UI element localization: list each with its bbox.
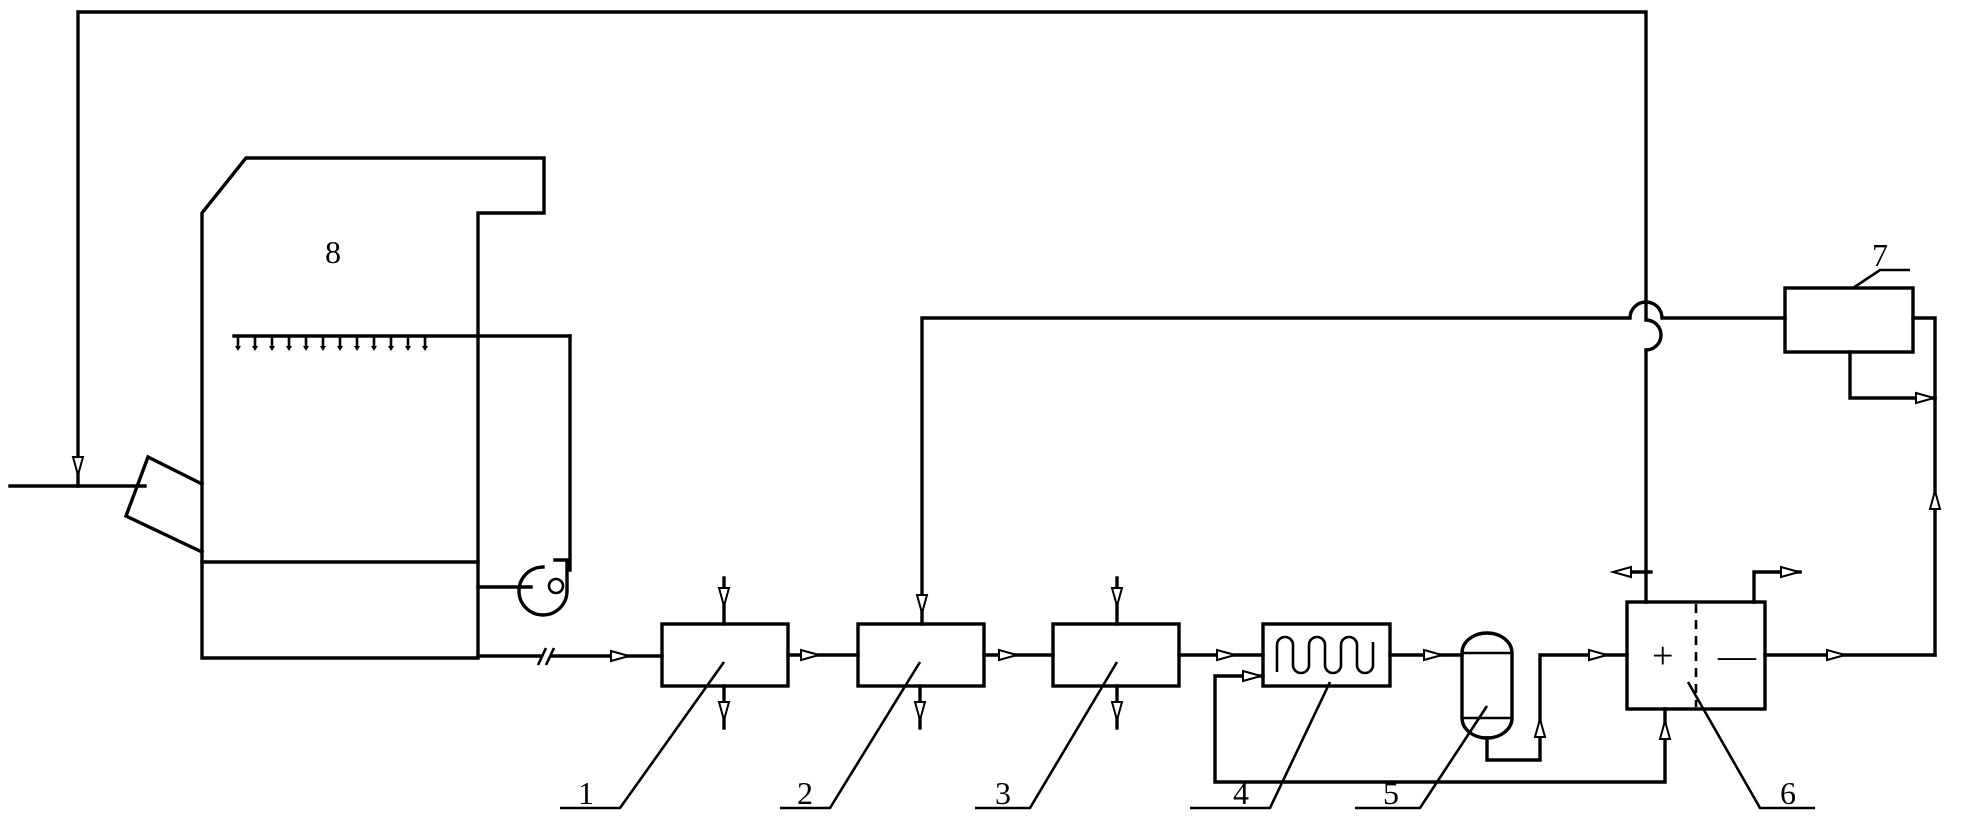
open-triangle-arrow [1780, 565, 1803, 579]
spray-nozzle [354, 346, 360, 351]
open-triangle-arrow [1588, 648, 1611, 662]
furnace-8: 8 [8, 156, 546, 660]
label-8: 8 [325, 234, 341, 270]
open-triangle-arrow [1423, 648, 1446, 662]
label-7: 7 [1872, 237, 1888, 273]
spray-nozzle [269, 346, 275, 351]
open-triangle-arrow [1609, 565, 1632, 579]
label-1: 1 [578, 775, 594, 811]
serpentine-coil-icon [1275, 635, 1375, 675]
open-triangle-arrow [1242, 669, 1265, 683]
spray-header [232, 334, 572, 572]
spray-nozzle [320, 346, 326, 351]
spray-nozzle [235, 346, 241, 351]
unit-4-exchanger [1261, 622, 1392, 688]
open-triangle-arrow [800, 648, 823, 662]
label-2: 2 [797, 775, 813, 811]
unit-7-box [1783, 286, 1915, 354]
open-triangle-arrow [1915, 391, 1938, 405]
anode-sign: + [1652, 635, 1673, 677]
centrifugal-fan-icon [476, 558, 569, 617]
spray-nozzle [422, 346, 428, 351]
open-triangle-arrow [1533, 715, 1547, 738]
spray-nozzle [337, 346, 343, 351]
spray-nozzle [388, 346, 394, 351]
open-triangle-arrow [913, 701, 927, 724]
open-triangle-arrow [915, 594, 929, 617]
open-triangle-arrow [610, 649, 633, 663]
open-triangle-arrow [1216, 648, 1239, 662]
unit-5-vessel [1460, 631, 1514, 740]
spray-nozzle [303, 346, 309, 351]
label-6: 6 [1780, 775, 1796, 811]
furnace-inlet-chute [123, 454, 205, 555]
unit-1-box [660, 622, 790, 688]
unit-6-cell: + — [1625, 600, 1767, 711]
flow-arrows [71, 391, 1942, 740]
flue-outlet-pipe [476, 647, 664, 666]
spray-nozzle [405, 346, 411, 351]
leader-lines [560, 268, 1910, 810]
cathode-sign: — [1717, 635, 1757, 677]
open-triangle-arrow [1928, 487, 1942, 510]
open-triangle-arrow [998, 648, 1021, 662]
open-triangle-arrow [1658, 717, 1672, 740]
open-triangle-arrow [71, 456, 85, 479]
unit-3-box [1051, 622, 1181, 688]
open-triangle-arrow [717, 701, 731, 724]
open-triangle-arrow [1110, 701, 1124, 724]
spray-nozzle [371, 346, 377, 351]
spray-nozzle-icon [235, 336, 428, 351]
label-4: 4 [1233, 775, 1249, 811]
unit-2-box [856, 622, 986, 688]
open-triangle-arrow [717, 587, 731, 610]
open-triangle-arrow [1826, 648, 1849, 662]
label-5: 5 [1383, 775, 1399, 811]
label-3: 3 [995, 775, 1011, 811]
spray-nozzle [286, 346, 292, 351]
spray-nozzle [252, 346, 258, 351]
open-triangle-arrow [1110, 587, 1124, 610]
